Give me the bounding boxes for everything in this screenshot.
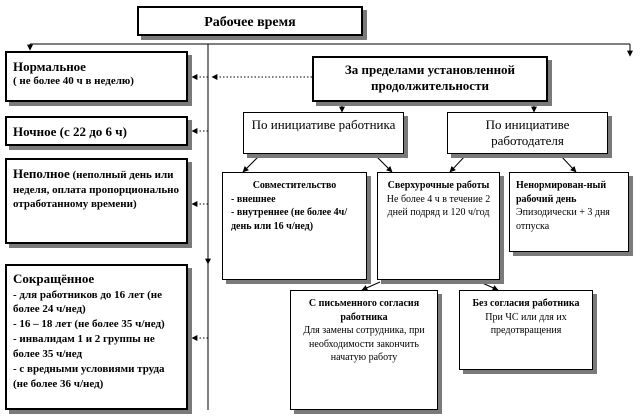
shortened-hours-title: Сокращённое (13, 271, 95, 286)
employer-initiative-box: По инициативе работодателя (447, 112, 608, 154)
with-consent-box: С письменного согласия работника Для зам… (290, 290, 438, 410)
shortened-line: - инвалидам 1 и 2 группы не более 35 ч/н… (13, 333, 155, 360)
employee-initiative-title: По инициативе работника (251, 117, 396, 132)
overtime-title: За пределами установленной продолжительн… (344, 62, 516, 94)
with-consent-title: С письменного согласия работника (308, 298, 420, 323)
with-consent-desc: Для замены сотрудника, при необходимости… (303, 325, 425, 363)
extra-work-desc: Не более 4 ч в течение 2 дней подряд и 1… (386, 193, 491, 219)
extra-work-title: Сверхурочные работы (387, 180, 490, 191)
combination-box: Совместительство - внешнее - внутреннее … (222, 172, 367, 280)
employer-initiative-title: По инициативе работодателя (485, 117, 570, 149)
combination-line: - внутреннее (не более 4ч/день или 16 ч/… (231, 207, 348, 232)
extra-work-box: Сверхурочные работы Не более 4 ч в течен… (377, 172, 500, 280)
overtime-box: За пределами установленной продолжительн… (312, 56, 548, 102)
part-time-box: Неполное (неполный день или неделя, опла… (5, 158, 188, 244)
root-box: Рабочее время (137, 6, 363, 36)
night-hours-box: Ночное (с 22 до 6 ч) (5, 116, 188, 146)
combination-line: - внешнее (231, 193, 276, 205)
without-consent-title: Без согласия работника (472, 298, 580, 309)
shortened-line: - 16 – 18 лет (не более 35 ч/нед) (13, 318, 165, 331)
normal-hours-box: Нормальное ( не более 40 ч в неделю) (5, 51, 188, 102)
irregular-day-title: Ненормирован-ный рабочий день (516, 180, 607, 205)
combination-title: Совместительство (252, 180, 337, 191)
shortened-line: - для работников до 16 лет (не более 24 … (13, 288, 163, 316)
shortened-hours-box: Сокращённое - для работников до 16 лет (… (5, 264, 188, 410)
shortened-line: - с вредными условиями труда (не более 3… (13, 362, 165, 390)
employee-initiative-box: По инициативе работника (243, 112, 404, 154)
normal-hours-desc: ( не более 40 ч в неделю) (13, 75, 134, 88)
normal-hours-title: Нормальное (13, 59, 86, 74)
without-consent-desc: При ЧС или для их предотвращения (485, 311, 567, 337)
root-title: Рабочее время (204, 15, 296, 30)
irregular-day-box: Ненормирован-ный рабочий день Эпизодичес… (509, 172, 629, 252)
irregular-day-desc: Эпизодически + 3 дня отпуска (516, 207, 610, 232)
night-hours-title: Ночное (с 22 до 6 ч) (13, 124, 127, 139)
part-time-title: Неполное (13, 166, 70, 181)
part-time-desc: (неполный день или неделя, оплата пропор… (13, 169, 180, 211)
without-consent-box: Без согласия работника При ЧС или для их… (459, 290, 593, 370)
